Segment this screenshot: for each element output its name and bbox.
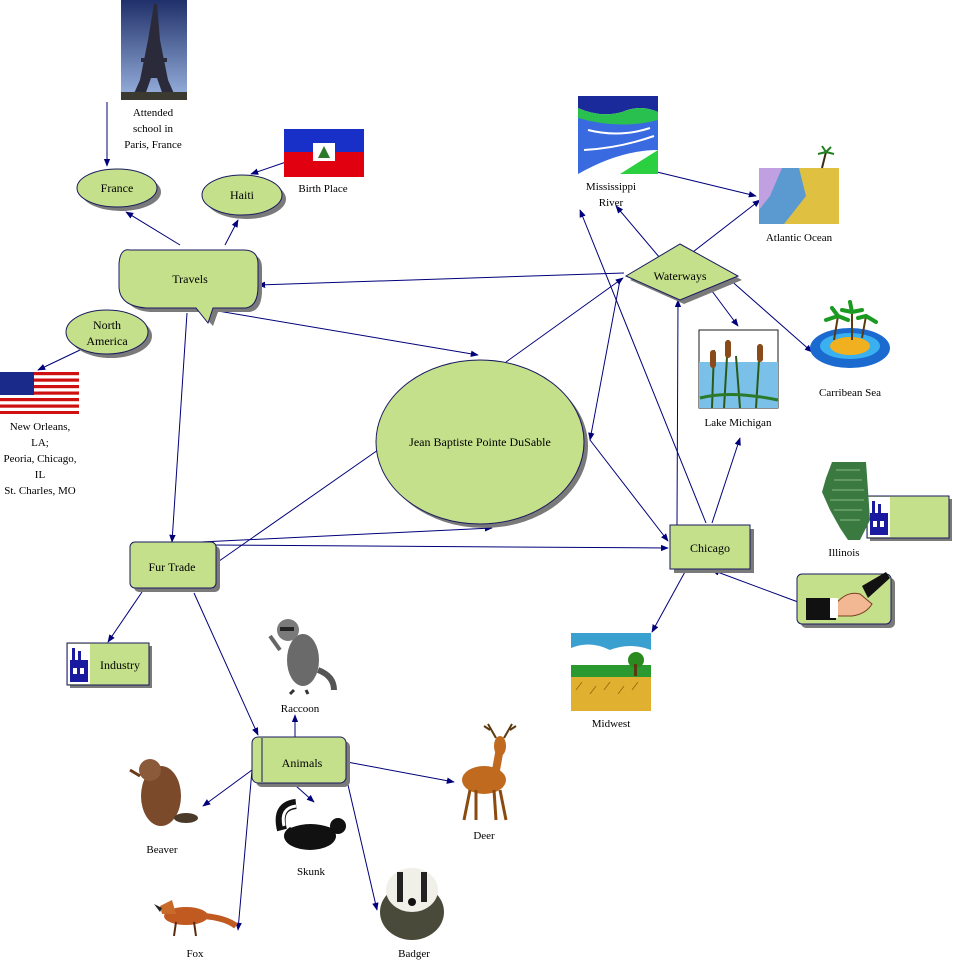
deer-label: Deer — [473, 830, 495, 842]
skunk-label: Skunk — [297, 866, 326, 878]
birth-place-label: Birth Place — [298, 183, 347, 195]
edge-birthplace-haiti — [251, 162, 286, 174]
edge-animals-badger — [345, 772, 377, 910]
edge-chicago-midwest — [652, 570, 686, 632]
edge-travels-furtrade — [172, 313, 187, 542]
factory-icon — [868, 497, 890, 537]
raccoon-label: Raccoon — [281, 703, 320, 715]
node-fur-trade[interactable]: Fur Trade — [130, 542, 220, 592]
raccoon-icon — [270, 619, 334, 694]
node-travels-label: Travels — [172, 272, 208, 286]
node-handshake[interactable] — [797, 572, 895, 628]
paris-label-3: Paris, France — [124, 139, 182, 151]
node-animals[interactable]: Animals — [252, 737, 350, 787]
us-places-5: St. Charles, MO — [4, 485, 76, 497]
badger-label: Badger — [398, 948, 430, 960]
edge-mississippi-atlantic — [657, 172, 756, 196]
node-fur-trade-label: Fur Trade — [148, 560, 195, 574]
lake-michigan-label: Lake Michigan — [705, 417, 772, 429]
edge-furtrade-center-b — [212, 450, 378, 566]
edge-chicago-lakemichigan — [712, 438, 740, 523]
mississippi-label-1: Mississippi — [586, 181, 636, 193]
illinois-map-icon — [822, 462, 870, 540]
node-illinois-box[interactable] — [867, 496, 952, 541]
edge-waterways-mississippi — [616, 206, 660, 258]
node-north-america-label-1: North — [93, 318, 121, 332]
node-industry-label: Industry — [100, 658, 140, 672]
midwest-field-icon — [571, 633, 651, 711]
us-places-2: LA; — [31, 437, 49, 449]
haiti-flag-icon — [284, 129, 364, 177]
us-places-3: Peoria, Chicago, — [3, 453, 76, 465]
badger-icon — [380, 868, 444, 940]
mississippi-label-2: River — [599, 197, 624, 209]
edge-travels-haiti — [225, 220, 238, 245]
lake-michigan-cattails-icon — [699, 330, 778, 408]
edge-travels-france — [126, 212, 180, 245]
edge-animals-deer — [347, 762, 454, 782]
node-haiti[interactable]: Haiti — [202, 175, 286, 219]
node-haiti-label: Haiti — [230, 188, 255, 202]
node-center-label: Jean Baptiste Pointe DuSable — [409, 435, 551, 449]
edge-furtrade-animals — [194, 593, 258, 735]
node-animals-label: Animals — [282, 756, 323, 770]
edge-travels-center — [218, 311, 478, 355]
caribbean-island-icon — [810, 302, 890, 368]
deer-icon — [462, 724, 516, 820]
node-chicago[interactable]: Chicago — [670, 525, 754, 573]
fox-label: Fox — [186, 948, 204, 960]
beaver-icon — [130, 759, 198, 826]
atlantic-label: Atlantic Ocean — [766, 232, 833, 244]
node-france[interactable]: France — [77, 169, 161, 211]
skunk-icon — [281, 804, 346, 850]
midwest-label: Midwest — [592, 718, 631, 730]
edge-animals-fox — [238, 770, 252, 930]
paris-label-2: school in — [133, 123, 174, 135]
factory-icon — [68, 644, 90, 684]
fox-icon — [154, 900, 236, 936]
edge-handshake-chicago — [712, 570, 798, 602]
edge-waterways-center — [590, 280, 620, 440]
node-waterways-label: Waterways — [653, 269, 706, 283]
edge-furtrade-chicago — [210, 545, 668, 548]
node-chicago-label: Chicago — [690, 541, 730, 555]
node-industry[interactable]: Industry — [67, 643, 152, 688]
node-waterways[interactable]: Waterways — [626, 244, 742, 304]
node-center[interactable]: Jean Baptiste Pointe DuSable — [376, 360, 588, 528]
atlantic-ocean-icon — [759, 146, 839, 224]
edge-center-chicago — [590, 440, 668, 541]
beaver-label: Beaver — [146, 844, 177, 856]
edge-chicago-waterways — [677, 300, 678, 525]
us-places-1: New Orleans, — [10, 421, 71, 433]
mississippi-river-icon — [578, 96, 658, 174]
edge-center-waterways — [506, 278, 623, 362]
edge-animals-skunk — [296, 786, 314, 802]
edge-furtrade-industry — [108, 592, 142, 642]
eiffel-tower-icon — [121, 0, 187, 100]
edge-waterways-travels — [258, 273, 624, 285]
edge-northamerica-us — [38, 350, 80, 370]
edge-furtrade-center — [180, 528, 492, 543]
node-north-america-label-2: America — [86, 334, 128, 348]
us-places-4: IL — [35, 469, 46, 481]
illinois-label: Illinois — [828, 547, 859, 559]
us-flag-icon — [0, 372, 79, 414]
paris-label-1: Attended — [133, 107, 174, 119]
node-france-label: France — [101, 181, 134, 195]
caribbean-label: Carribean Sea — [819, 387, 881, 399]
edge-animals-beaver — [203, 770, 252, 806]
